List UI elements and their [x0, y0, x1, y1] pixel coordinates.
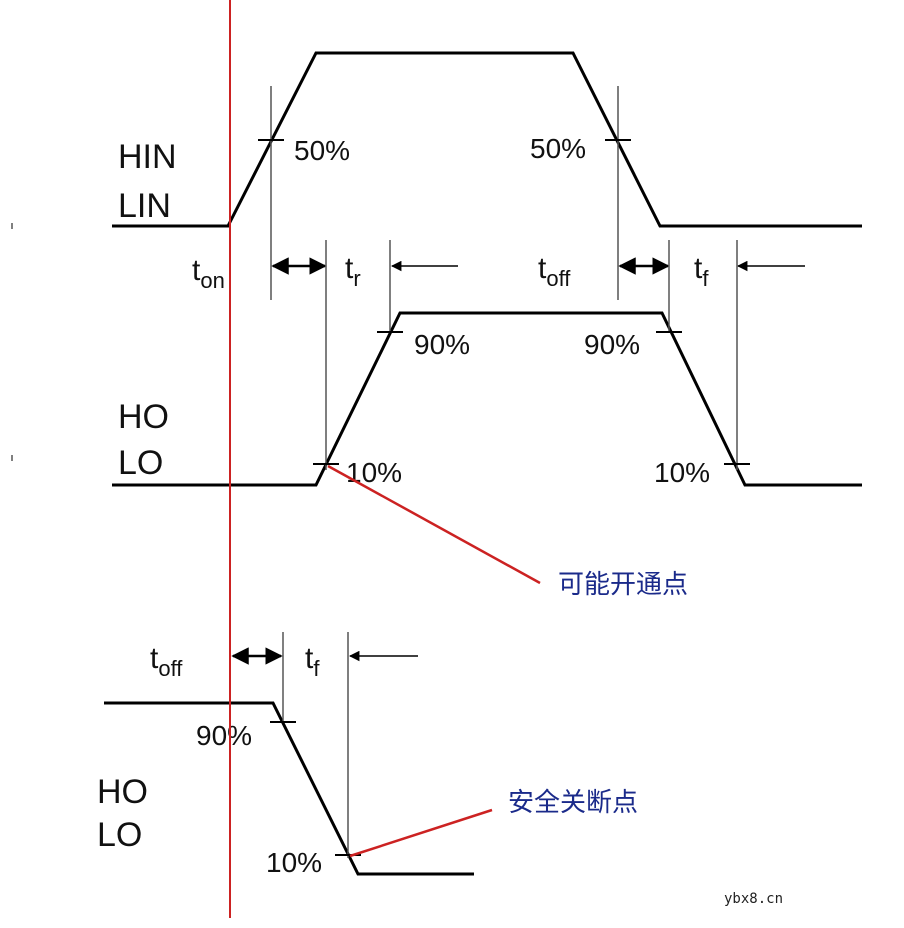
middle-signal-label-2: LO	[118, 444, 163, 482]
mid-fall-90-label: 90%	[584, 329, 640, 360]
turn-on-pointer	[327, 464, 541, 585]
t-f-top-label: tf	[694, 252, 709, 291]
top-signal-label-2: LIN	[118, 187, 171, 225]
safe-turn-off-note: 安全关断点	[508, 788, 638, 818]
bottom-90-label: 90%	[196, 720, 252, 751]
ho-lo-waveform	[112, 311, 862, 487]
top-rise-50-label: 50%	[294, 135, 350, 166]
mid-rise-90-label: 90%	[414, 329, 470, 360]
mid-fall-10-label: 10%	[654, 457, 710, 488]
top-fall-50-label: 50%	[530, 133, 586, 164]
bottom-10-label: 10%	[266, 847, 322, 878]
bottom-signal-label-2: LO	[97, 816, 142, 854]
middle-signal-label-1: HO	[118, 398, 169, 436]
t-r-label: tr	[345, 252, 361, 291]
mid-rise-10-label: 10%	[346, 457, 402, 488]
t-on-label: ton	[192, 254, 225, 293]
hin-lin-waveform	[112, 51, 862, 228]
t-off-bottom-label: toff	[150, 642, 183, 681]
bottom-ho-lo-waveform	[104, 701, 474, 876]
t-f-bottom-label: tf	[305, 642, 320, 681]
t-off-top-label: toff	[538, 252, 571, 291]
top-signal-label-1: HIN	[118, 138, 177, 176]
bottom-signal-label-1: HO	[97, 773, 148, 811]
watermark: ybx8.cn	[724, 891, 783, 907]
possible-turn-on-note: 可能开通点	[558, 570, 688, 600]
turn-off-pointer	[349, 808, 493, 858]
